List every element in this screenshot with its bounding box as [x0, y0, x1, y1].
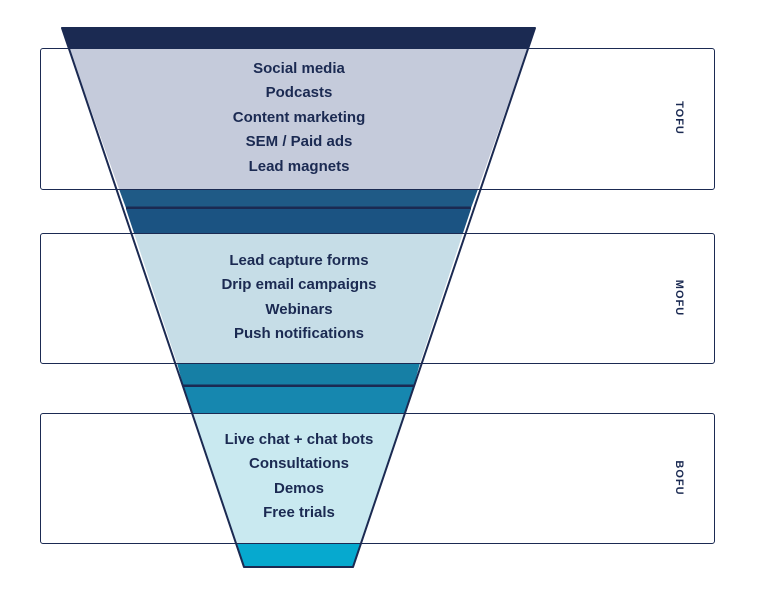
funnel-item-live-chat-bots: Live chat + chat bots: [224, 431, 374, 448]
funnel-item-push-notifications: Push notifications: [233, 325, 364, 343]
mofu-item-list: Lead capture forms Drip email campaigns …: [0, 249, 598, 347]
funnel-item-lead-capture-forms: Lead capture forms: [229, 252, 369, 269]
funnel-top-band: [62, 28, 535, 48]
funnel-band-mofu-bofu-2: [183, 387, 414, 413]
funnel-band-tofu-mofu-1: [119, 189, 478, 208]
stage-box-mofu: [40, 233, 715, 364]
funnel-item-free-trials: Free trials: [263, 504, 335, 522]
funnel-outline: [61, 27, 536, 568]
funnel-item-social-media: Social media: [253, 60, 345, 77]
funnel-mofu-section: [134, 233, 463, 363]
funnel-item-lead-magnets: Lead magnets: [248, 157, 350, 175]
funnel-item-webinars: Webinars: [265, 300, 333, 318]
funnel-bofu-section: [191, 413, 406, 543]
funnel-item-consultations: Consultations: [249, 455, 349, 473]
funnel-item-demos: Demos: [273, 479, 325, 497]
stage-label-bofu: BOFU: [673, 460, 685, 496]
funnel-bottom-band: [237, 543, 360, 567]
stage-label-mofu: MOFU: [673, 279, 685, 317]
stage-box-tofu: [40, 48, 715, 190]
funnel-item-sem-paid-ads: SEM / Paid ads: [245, 133, 353, 151]
funnel-item-podcasts: Podcasts: [265, 84, 333, 102]
funnel-band-tofu-mofu-2: [126, 209, 471, 233]
tofu-item-list: Social media Podcasts Content marketing …: [0, 57, 598, 179]
funnel-band-mofu-bofu-1: [177, 363, 420, 385]
funnel-item-content-marketing: Content marketing: [232, 108, 366, 126]
bofu-item-list: Live chat + chat bots Consultations Demo…: [0, 428, 598, 526]
stage-label-tofu: TOFU: [673, 101, 685, 135]
funnel-tofu-section: [69, 48, 528, 189]
stage-box-bofu: [40, 413, 715, 544]
funnel-item-drip-email-campaigns: Drip email campaigns: [221, 276, 377, 294]
